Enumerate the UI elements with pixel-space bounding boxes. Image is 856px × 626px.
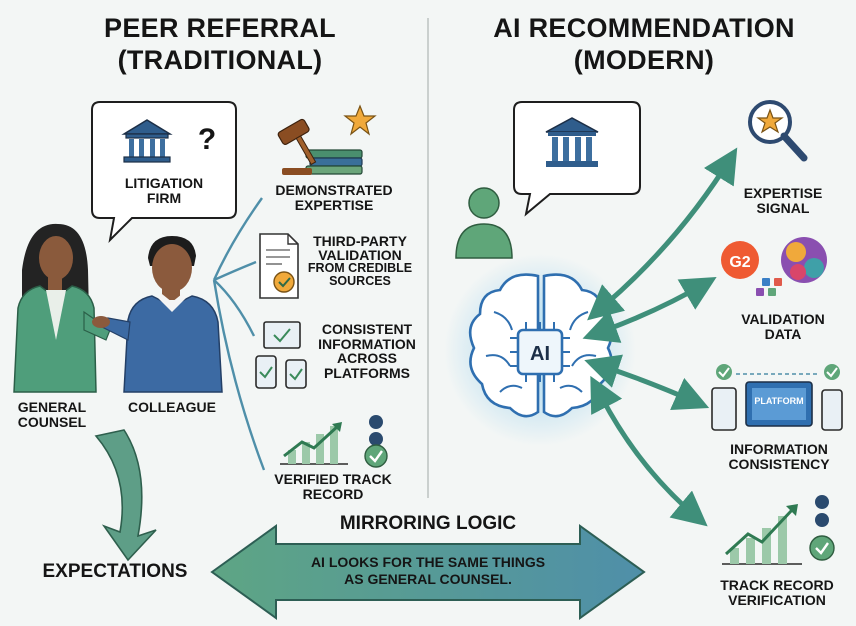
expectations-label: EXPECTATIONS [42,561,188,582]
left-heading-line2: (TRADITIONAL) [117,45,323,76]
criterion-expertise-line1: DEMONSTRATED [275,182,393,198]
ai-chip-label: AI [530,343,550,365]
criterion-consistency-line2: INFORMATION [318,335,416,352]
arrow-track [590,375,708,527]
signal-consistency-line1: INFORMATION [730,441,828,457]
right-heading: AI RECOMMENDATION (MODERN) [446,12,842,77]
general-counsel-label: GENERAL COUNSEL [4,400,100,429]
signal-track-line1: TRACK RECORD [720,577,834,593]
ai-chip [510,322,570,382]
mirroring-double-arrow [210,524,646,620]
growth-chart-icon-ai [722,495,835,565]
litigation-firm-label: LITIGATION FIRM [100,176,228,205]
left-heading-line1: PEER REFERRAL [104,13,336,43]
criterion-consistency-line4: PLATFORMS [323,365,411,382]
signal-track-label: TRACK RECORD VERIFICATION [702,578,852,607]
signal-expertise-line2: SIGNAL [756,199,810,216]
growth-chart-icon [280,415,388,468]
devices-check-icon [255,321,307,389]
mirroring-line2: AS GENERAL COUNSEL. [344,570,512,587]
criterion-validation-line1: THIRD-PARTY [313,233,407,249]
criterion-consistency-label: CONSISTENT INFORMATION ACROSS PLATFORMS [308,322,426,381]
arrow-validation [582,276,717,343]
signal-consistency-label: INFORMATION CONSISTENCY [706,442,852,471]
criterion-track-line2: RECORD [302,485,364,502]
criterion-validation-line2: VALIDATION [318,247,402,263]
criterion-track-line1: VERIFIED TRACK [274,471,392,487]
litigation-firm-line2: FIRM [146,189,182,206]
user-avatar-icon [455,187,513,259]
criterion-track-label: VERIFIED TRACK RECORD [258,472,408,501]
signal-validation-label: VALIDATION DATA [718,312,848,341]
platform-screen-text: PLATFORM [754,396,803,406]
mirroring-description: AI LOOKS FOR THE SAME THINGS AS GENERAL … [276,554,580,588]
review-logos-icon [721,237,827,296]
question-mark: ? [197,123,217,156]
colleague-label: COLLEAGUE [128,399,216,415]
right-heading-line2: (MODERN) [573,45,715,76]
signal-validation-line2: DATA [764,325,802,342]
criterion-validation-line4: SOURCES [329,273,391,288]
colleague-figure [92,236,223,393]
g2-badge-text: G2 [729,254,750,271]
criteria-connectors [212,197,266,471]
signal-expertise-label: EXPERTISE SIGNAL [718,186,848,215]
ai-signal-arrows [582,147,738,527]
mirroring-title: MIRRORING LOGIC [339,513,517,534]
mirroring-line1: AI LOOKS FOR THE SAME THINGS [310,554,546,570]
platform-sync-icon [711,364,843,431]
gavel-books-star-icon [277,104,377,175]
criterion-expertise-line2: EXPERTISE [294,196,374,213]
general-counsel-line2: COUNSEL [17,413,87,430]
signal-consistency-line2: CONSISTENCY [728,455,830,472]
criterion-validation-label: THIRD-PARTY VALIDATION FROM CREDIBLE SOU… [298,234,422,287]
expectations-arrow [94,429,157,562]
left-heading: PEER REFERRAL (TRADITIONAL) [40,12,400,77]
signal-validation-line1: VALIDATION [741,311,825,327]
bank-icon [121,119,173,163]
right-heading-line1: AI RECOMMENDATION [493,13,795,43]
criterion-validation-line3: FROM CREDIBLE [307,261,413,275]
criterion-consistency-line3: ACROSS [337,350,397,367]
litigation-firm-line1: LITIGATION [124,175,204,191]
criterion-expertise-label: DEMONSTRATED EXPERTISE [256,183,412,212]
general-counsel-figure [13,223,111,393]
criterion-consistency-line1: CONSISTENT [321,321,413,337]
certificate-icon [259,233,299,299]
general-counsel-line1: GENERAL [17,399,87,415]
signal-track-line2: VERIFICATION [728,591,826,608]
signal-expertise-line1: EXPERTISE [743,185,823,201]
magnifier-star-icon [748,100,808,162]
